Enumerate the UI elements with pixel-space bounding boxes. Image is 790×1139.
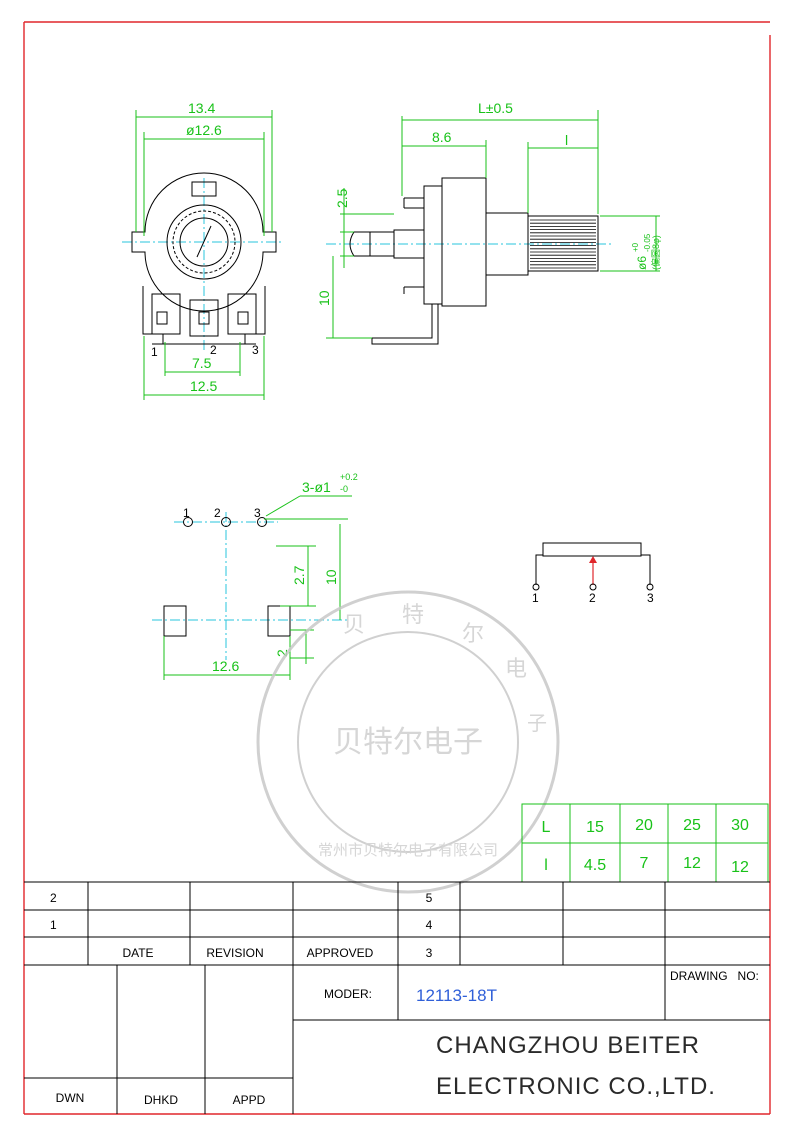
row-number-4: 4 — [426, 918, 433, 932]
dim-10: 10 — [316, 290, 332, 306]
watermark-char-3: 尔 — [462, 622, 484, 647]
table-cell-12a: 12 — [683, 855, 701, 872]
row-number-5: 5 — [426, 891, 433, 905]
pcb-centerlines — [152, 512, 348, 660]
knob-body — [131, 172, 277, 312]
pcb-pin-1: 1 — [183, 506, 190, 520]
dim-12-6-pcb: 12.6 — [212, 658, 239, 674]
dim-12-5: 12.5 — [190, 378, 217, 394]
front-pin-3: 3 — [252, 343, 259, 357]
watermark-ring-bottom: 常州市贝特尔电子有限公司 — [318, 841, 498, 859]
header-approved: APPROVED — [307, 946, 374, 960]
title-block: 2 1 DATE REVISION APPROVED 5 4 3 MODER: … — [24, 881, 770, 1114]
pcb-hole-3 — [257, 517, 267, 527]
dim-2-7: 2.7 — [291, 565, 307, 585]
dim-2-5: 2.5 — [334, 188, 350, 208]
table-row-label: l — [544, 857, 548, 874]
centerlines — [122, 178, 282, 352]
sign-dwn: DWN — [56, 1091, 85, 1105]
length-table: L 15 20 25 30 l 4.5 7 12 12 — [521, 803, 769, 883]
front-dimensions: 13.4 ø12.6 7.5 12.5 — [135, 100, 273, 400]
revision-row-2: 2 — [50, 891, 57, 905]
pcb-mount-tab-left — [163, 605, 187, 637]
terminal-frame — [142, 286, 266, 345]
schematic-pin-2: 2 — [589, 591, 596, 605]
table-cell-12b: 12 — [731, 859, 749, 876]
front-pin-labels: 1 2 3 — [151, 343, 259, 359]
schematic-pin-1: 1 — [532, 591, 539, 605]
model-value: 12113-18T — [416, 986, 497, 1005]
pcb-mount-tab-right — [267, 605, 291, 637]
front-pin-2: 2 — [210, 343, 217, 357]
hole-tol-lower: -0 — [340, 484, 348, 494]
knurl-lines — [530, 219, 596, 269]
schematic-pin-3: 3 — [647, 591, 654, 605]
sign-dhkd: DHKD — [144, 1093, 178, 1107]
table-header-30: 30 — [731, 817, 749, 834]
side-view: L±0.5 8.6 l 2.5 10 ø6 +0 -0.05 (偏圆8φ) — [316, 100, 661, 345]
terminal-hole-2 — [198, 311, 210, 325]
table-header-20: 20 — [635, 817, 653, 834]
table-cell-4-5: 4.5 — [584, 857, 606, 874]
shaft-note: (偏圆8φ) — [650, 235, 661, 270]
company-line-2: ELECTRONIC CO.,LTD. — [436, 1073, 716, 1100]
watermark-char-4: 电 — [505, 657, 527, 682]
front-pin-1: 1 — [151, 345, 158, 359]
hole-callout: 3-ø1 — [302, 479, 331, 495]
dim-13-4: 13.4 — [188, 100, 215, 116]
front-view: 1 2 3 13.4 ø12.6 7.5 12.5 — [122, 100, 282, 400]
dim-8-6: 8.6 — [432, 129, 452, 145]
pcb-hole-2 — [221, 517, 231, 527]
sheet-border — [23, 21, 771, 1115]
pcb-pin-3: 3 — [254, 506, 261, 520]
row-number-3: 3 — [426, 946, 433, 960]
dim-l-shaft: l — [565, 132, 568, 148]
terminal-hole-1 — [156, 311, 168, 325]
side-dimensions: L±0.5 8.6 l 2.5 10 ø6 +0 -0.05 (偏圆8φ) — [316, 100, 661, 339]
model-label: MODER: — [324, 987, 372, 1001]
pcb-pin-2: 2 — [214, 506, 221, 520]
dim-l-total: L±0.5 — [478, 100, 513, 116]
dim-7-5: 7.5 — [192, 355, 212, 371]
watermark-center: 贝特尔电子 — [333, 725, 483, 760]
table-header-15: 15 — [586, 819, 604, 836]
resistor-body — [542, 542, 642, 557]
watermark-char-2: 特 — [402, 603, 424, 628]
dim-2: 2 — [274, 649, 290, 657]
watermark-char-5: 子 — [527, 711, 547, 735]
shaft-tol-upper: +0 — [631, 242, 640, 252]
dim-pcb-10: 10 — [323, 569, 339, 585]
watermark-stamp: 贝特尔电子 贝 特 尔 电 子 常州市贝特尔电子有限公司 — [256, 590, 560, 894]
shaft-tol-lower: -0.05 — [643, 233, 652, 252]
knurled-shaft — [527, 215, 599, 272]
watermark-char-1: 贝 — [343, 613, 365, 638]
wiper-arrow — [589, 556, 597, 563]
table-header-25: 25 — [683, 817, 701, 834]
schematic: 1 2 3 — [532, 542, 654, 605]
sign-appd: APPD — [233, 1093, 266, 1107]
terminal-hole-3 — [237, 311, 249, 325]
header-date: DATE — [122, 946, 153, 960]
company-line-1: CHANGZHOU BEITER — [436, 1032, 700, 1059]
header-revision: REVISION — [206, 946, 263, 960]
drawing-no-label: DRAWING NO: — [670, 969, 759, 983]
table-cell-7: 7 — [640, 855, 649, 872]
pcb-layout: 1 2 3 3-ø1 +0.2 -0 2.7 10 2 12.6 — [152, 472, 358, 680]
hole-tol-upper: +0.2 — [340, 472, 358, 482]
dim-dia-12-6: ø12.6 — [186, 122, 222, 138]
pcb-dimensions: 3-ø1 +0.2 -0 2.7 10 2 12.6 — [163, 472, 358, 680]
revision-row-1: 1 — [50, 918, 57, 932]
pcb-hole-1 — [183, 517, 193, 527]
shaft-diameter: ø6 — [635, 256, 649, 270]
side-body — [349, 177, 529, 345]
table-header-l: L — [542, 819, 551, 836]
